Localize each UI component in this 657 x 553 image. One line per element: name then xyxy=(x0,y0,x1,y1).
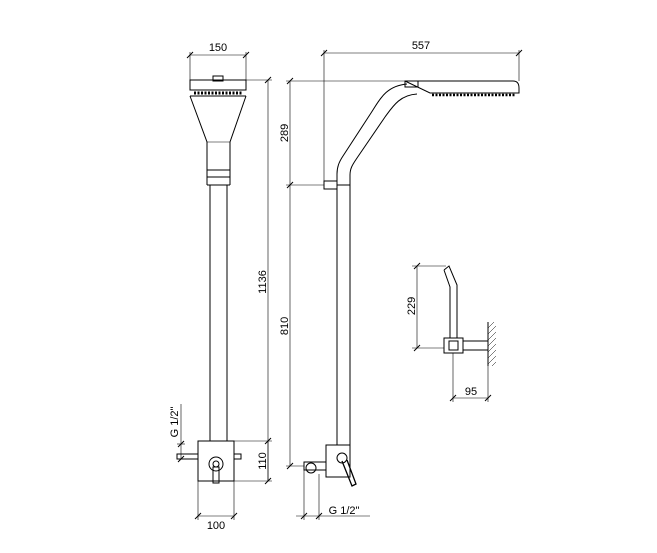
front-total-height-label: 1136 xyxy=(257,270,269,294)
detail-bracket xyxy=(443,337,464,354)
front-inlet-thread-label: G 1/2" xyxy=(169,407,181,438)
front-mixer-knob xyxy=(208,456,224,472)
side-curved-arm xyxy=(336,83,408,185)
front-shower-head-cap xyxy=(212,75,224,82)
detail-wall-projection-label: 95 xyxy=(465,386,477,398)
front-view: 150 1136 110 100 G 1/2" xyxy=(169,42,272,532)
side-mixer-body xyxy=(325,444,351,478)
front-mixer-body xyxy=(197,440,235,482)
detail-arm xyxy=(443,265,458,338)
side-shower-head-plate xyxy=(404,80,520,94)
front-inlet-left xyxy=(176,453,199,460)
detail-view: 229 95 xyxy=(406,262,497,402)
side-lower-height-label: 810 xyxy=(279,317,291,335)
front-mixer-lever xyxy=(212,466,220,484)
side-riser-pipe xyxy=(336,184,351,446)
side-projection-label: 557 xyxy=(412,40,430,52)
side-inlet-nut xyxy=(305,462,317,474)
side-view: 557 289 810 G 1/2" xyxy=(279,40,523,520)
detail-arm-height-label: 229 xyxy=(406,297,418,315)
front-inlet-right xyxy=(233,453,242,460)
front-riser-pipe xyxy=(209,184,228,442)
side-wall-bracket xyxy=(323,180,338,190)
front-mixer-height-label: 110 xyxy=(257,452,269,470)
side-upper-height-label: 289 xyxy=(279,124,291,142)
front-funnel-body xyxy=(189,95,247,170)
side-mixer-lever xyxy=(341,459,357,487)
front-head-width-label: 150 xyxy=(209,42,227,54)
side-inlet-thread-label: G 1/2" xyxy=(329,505,360,517)
side-mixer-knob xyxy=(336,452,348,464)
side-inlet xyxy=(303,461,327,471)
detail-wall-hatch xyxy=(487,321,497,367)
front-mixer-width-label: 100 xyxy=(207,520,225,532)
